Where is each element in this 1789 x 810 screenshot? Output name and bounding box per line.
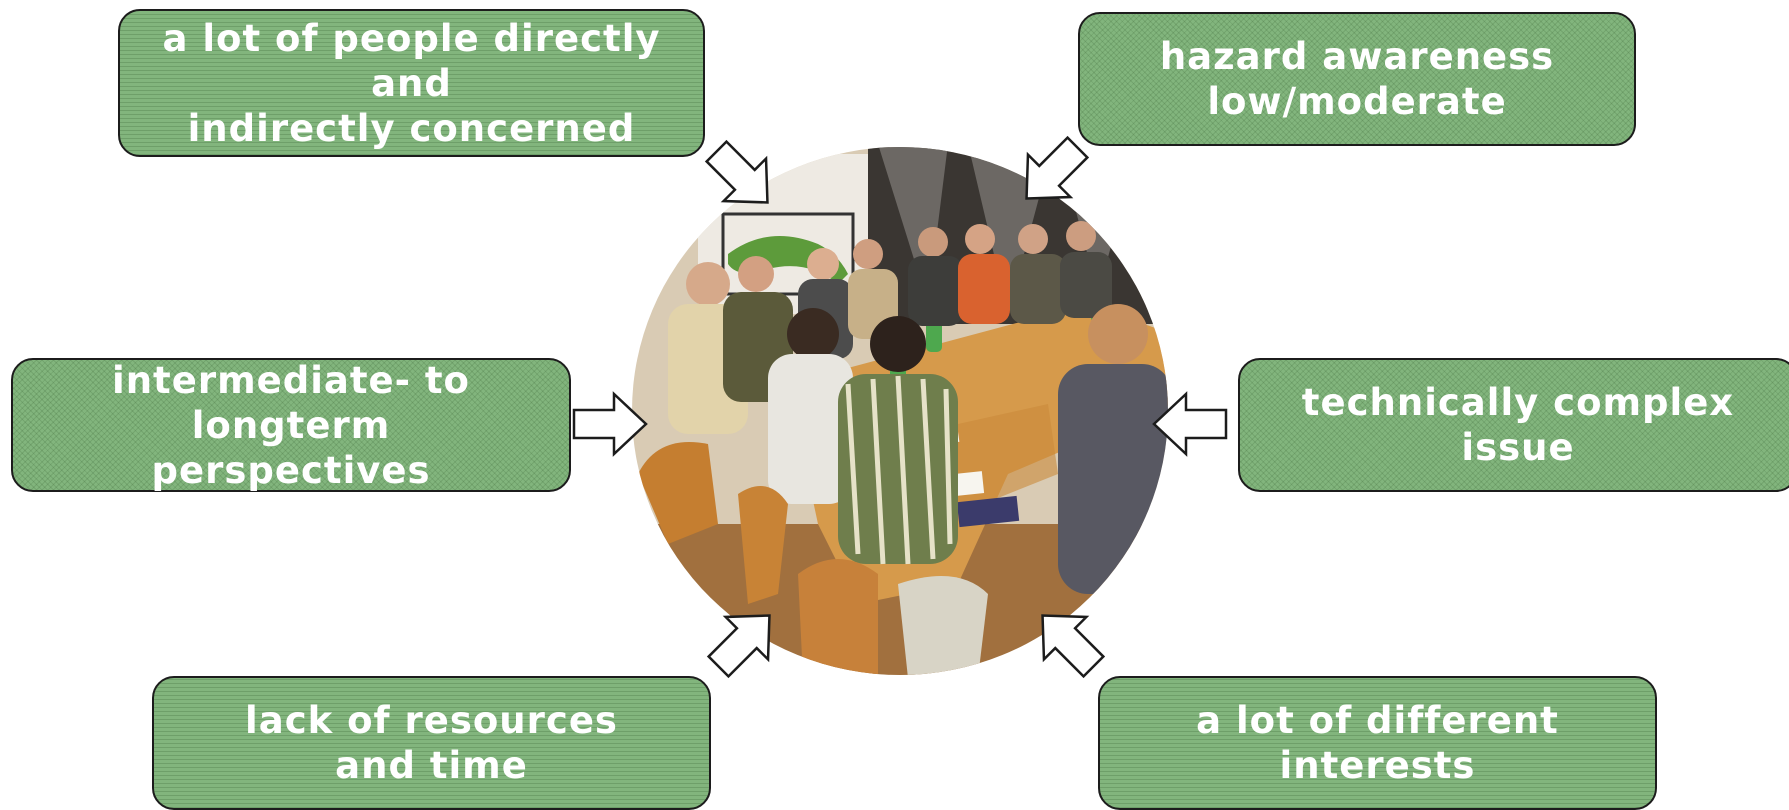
chair — [738, 486, 788, 604]
box-hazard-awareness: hazard awareness low/moderate — [1078, 12, 1636, 146]
arrow-middle-left-icon — [572, 392, 648, 456]
box-people-concerned-text: a lot of people directly and indirectly … — [162, 16, 661, 150]
arrow-bottom-right-icon — [1020, 593, 1116, 689]
box-hazard-awareness-text: hazard awareness low/moderate — [1159, 35, 1555, 123]
arrow-top-left-icon — [694, 129, 790, 225]
arrow-top-right-icon — [1004, 125, 1100, 221]
box-lack-of-resources: lack of resources and time — [152, 676, 711, 810]
box-different-interests: a lot of different interests — [1098, 676, 1657, 810]
meeting-photo — [632, 147, 1168, 675]
box-technically-complex: technically complex issue — [1238, 358, 1789, 492]
document-folder — [956, 495, 1020, 528]
arrow-bottom-left-icon — [696, 593, 792, 689]
box-different-interests-text: a lot of different interests — [1196, 699, 1559, 787]
table-shadow — [868, 404, 1058, 514]
box-people-concerned: a lot of people directly and indirectly … — [118, 9, 705, 157]
poster-map-shape — [728, 236, 848, 284]
box-longterm-perspectives-text: intermediate- to longterm perspectives — [112, 358, 470, 492]
box-technically-complex-text: technically complex issue — [1301, 381, 1735, 469]
wall-poster-pattern — [878, 147, 1128, 314]
chair — [798, 559, 878, 675]
box-lack-of-resources-text: lack of resources and time — [245, 699, 618, 787]
box-longterm-perspectives: intermediate- to longterm perspectives — [11, 358, 571, 492]
chair — [638, 442, 718, 544]
participants-front-row — [768, 304, 1168, 594]
chair — [898, 576, 988, 675]
arrow-middle-right-icon — [1152, 392, 1228, 456]
